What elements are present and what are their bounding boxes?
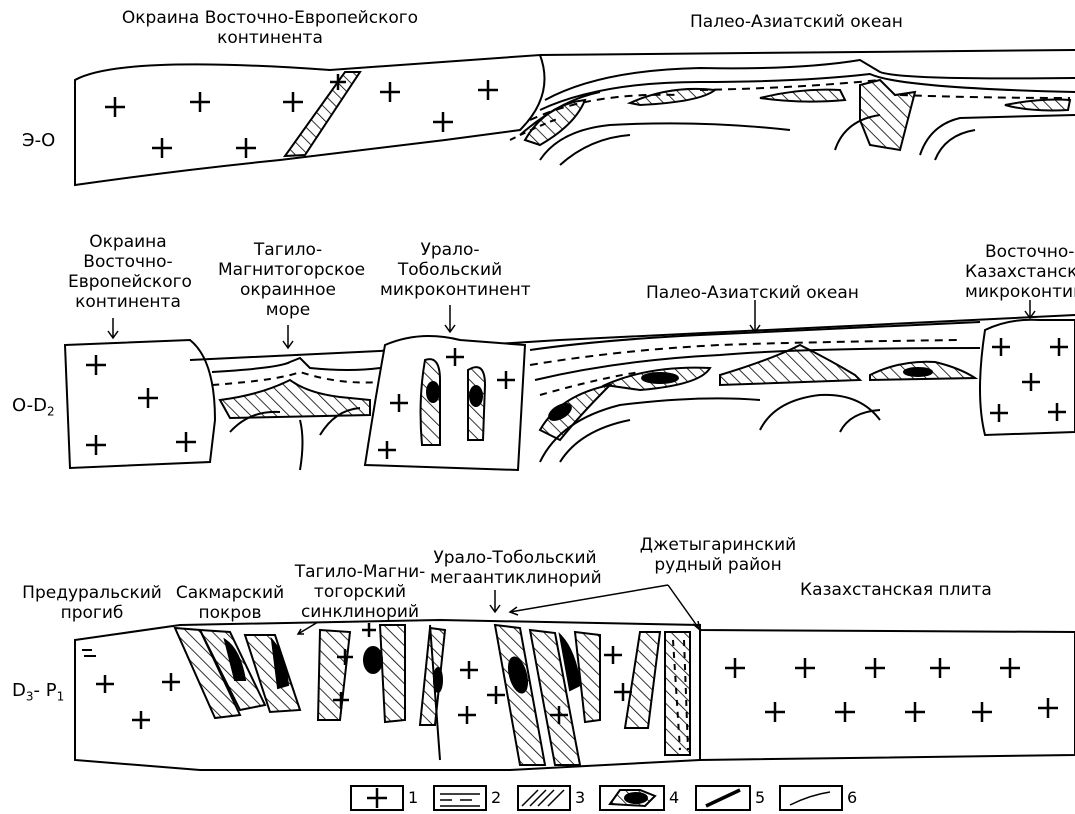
legend-num-5: 5 — [755, 788, 765, 807]
label-line: море — [218, 300, 358, 320]
label-line: Тагило-Магни- — [280, 562, 440, 582]
label-line: микроконтинен — [965, 282, 1075, 302]
stage-label-1: Э-О — [22, 130, 55, 151]
label-east-kazakh-microcontinent: Восточно- Казахстански микроконтинен — [965, 242, 1075, 302]
label-line: Тагило- — [218, 240, 358, 260]
panel-2-section — [65, 300, 1075, 470]
stage-separator: - P — [34, 680, 57, 701]
legend-hatched-icon — [518, 786, 570, 810]
label-line: Европейского — [68, 272, 188, 292]
legend-num-4: 4 — [669, 788, 679, 807]
stage-subscript: 3 — [26, 690, 34, 704]
label-line: Джетыгаринский — [628, 535, 808, 555]
label-line: Тобольский — [380, 260, 520, 280]
label-line: Окраина — [68, 232, 188, 252]
label-sakmara-nappe: Сакмарский покров — [170, 583, 290, 623]
stage-label-2: O-D2 — [12, 395, 55, 419]
legend-num-3: 3 — [575, 788, 585, 807]
label-line: континента — [68, 292, 188, 312]
label-line: Сакмарский — [170, 583, 290, 603]
label-line: Магнитогорское — [218, 260, 358, 280]
label-line: Казахстанская плита — [800, 580, 992, 600]
label-line: Предуральский — [22, 583, 162, 603]
label-line: покров — [170, 603, 290, 623]
label-kazakh-plate: Казахстанская плита — [800, 580, 992, 600]
label-tagil-magnitogorsk-sea: Тагило- Магнитогорское окраинное море — [218, 240, 358, 320]
label-line: Окраина Восточно-Европейского — [120, 8, 420, 28]
label-line: континента — [120, 28, 420, 48]
label-line: Палео-Азиатский океан — [690, 12, 903, 32]
legend — [351, 786, 842, 810]
legend-thin-line-icon — [780, 786, 842, 810]
label-line: Палео-Азиатский океан — [646, 283, 859, 303]
stage-label-3: D3- P1 — [12, 680, 64, 704]
stage-main: O-D — [12, 395, 47, 416]
legend-num-6: 6 — [847, 788, 857, 807]
label-line: мегаантиклинорий — [430, 568, 600, 588]
label-paleo-asian-ocean-2: Палео-Азиатский океан — [646, 283, 859, 303]
label-uralo-tobolsk-microcontinent: Урало- Тобольский микроконтинент — [380, 240, 520, 300]
panel-1-section — [75, 50, 1075, 185]
label-paleo-asian-ocean-1: Палео-Азиатский океан — [690, 12, 903, 32]
label-line: тогорский — [280, 582, 440, 602]
stage-d: D — [12, 680, 26, 701]
label-dzhetygara-ore-district: Джетыгаринский рудный район — [628, 535, 808, 575]
label-tagil-magnitogorsk-synclinorium: Тагило-Магни- тогорский синклинорий — [280, 562, 440, 622]
legend-num-2: 2 — [491, 788, 501, 807]
label-line: микроконтинент — [380, 280, 520, 300]
label-line: синклинорий — [280, 602, 440, 622]
label-line: Восточно- — [68, 252, 188, 272]
label-line: прогиб — [22, 603, 162, 623]
label-line: Восточно- — [965, 242, 1075, 262]
stage-subscript: 1 — [57, 690, 65, 704]
legend-num-1: 1 — [408, 788, 418, 807]
label-margin-east-european-2: Окраина Восточно- Европейского континент… — [68, 232, 188, 312]
label-line: Казахстански — [965, 262, 1075, 282]
label-margin-east-european-1: Окраина Восточно-Европейского континента — [120, 8, 420, 48]
label-preural-trough: Предуральский прогиб — [22, 583, 162, 623]
label-line: рудный район — [628, 555, 808, 575]
label-uralo-tobolsk-megaanticlinorium: Урало-Тобольский мегаантиклинорий — [430, 548, 600, 588]
stage-subscript: 2 — [47, 405, 55, 419]
label-line: окраинное — [218, 280, 358, 300]
label-line: Урало- — [380, 240, 520, 260]
label-line: Урало-Тобольский — [430, 548, 600, 568]
